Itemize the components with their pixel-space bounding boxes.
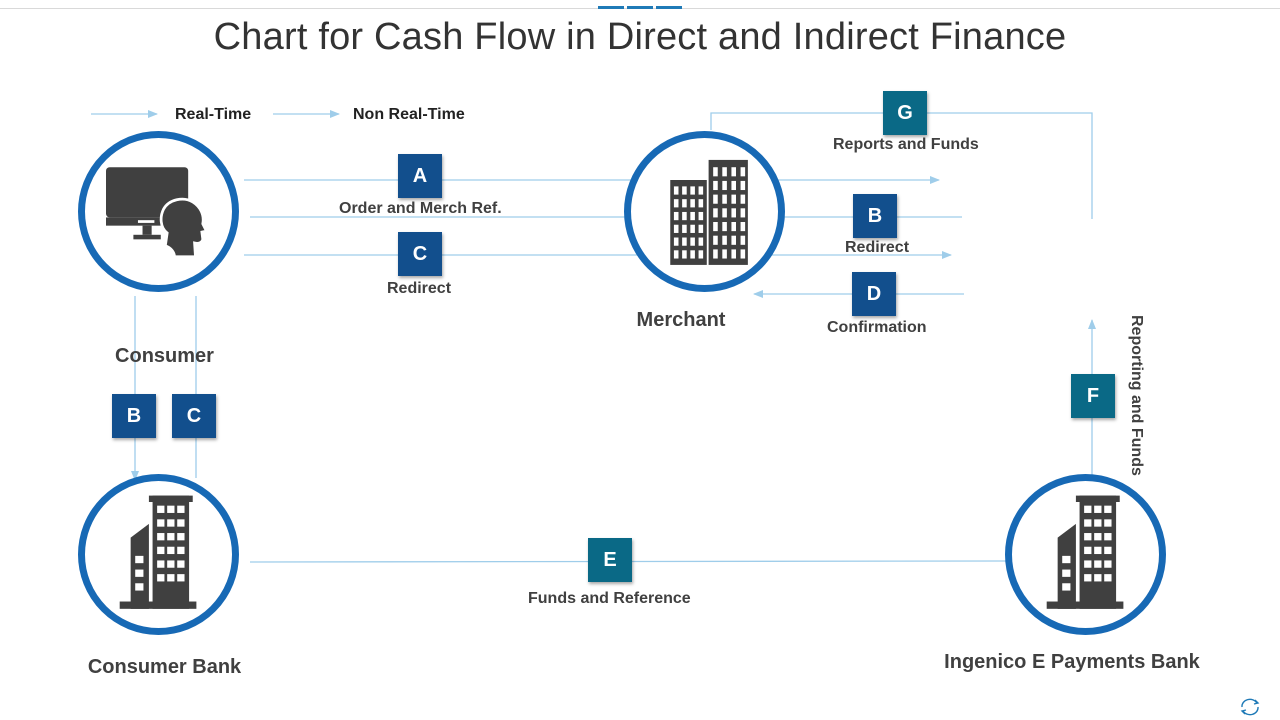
- slide-tab-indicator: [627, 6, 653, 9]
- flow-badge-c-left: C: [172, 394, 216, 438]
- flow-badge-f: F: [1071, 374, 1115, 418]
- flow-caption-c-top: Redirect: [387, 280, 452, 297]
- flow-caption-g: Reports and Funds: [833, 136, 979, 153]
- flow-badge-d: D: [852, 272, 896, 316]
- flow-badge-c-top: C: [398, 232, 442, 276]
- page-title: Chart for Cash Flow in Direct and Indire…: [213, 16, 1067, 58]
- flow-caption-f: Reporting and Funds: [1128, 315, 1145, 476]
- consumer-label: Consumer: [115, 345, 214, 367]
- merchant-node: [624, 131, 785, 292]
- payments-bank-node: [1005, 474, 1166, 635]
- bank-building-icon: [119, 495, 197, 609]
- refresh-icon[interactable]: [1238, 696, 1262, 718]
- consumer-bank-node: [78, 474, 239, 635]
- flow-caption-a: Order and Merch Ref.: [339, 200, 502, 217]
- legend-non-real-time-label: Non Real-Time: [353, 106, 465, 123]
- flow-badge-e: E: [588, 538, 632, 582]
- flow-badge-b-left: B: [112, 394, 156, 438]
- payments-bank-label: Ingenico E Payments Bank: [944, 651, 1200, 673]
- consumer-bank-label: Consumer Bank: [87, 656, 242, 678]
- merchant-label: Merchant: [636, 309, 726, 331]
- legend-real-time-label: Real-Time: [175, 106, 252, 123]
- office-buildings-icon: [670, 159, 748, 265]
- flow-badge-a: A: [398, 154, 442, 198]
- flow-caption-b-right: Redirect: [845, 239, 910, 256]
- bank-building-icon: [1046, 495, 1124, 609]
- person-head-icon: [159, 197, 209, 259]
- consumer-node: [78, 131, 239, 292]
- flow-caption-d: Confirmation: [827, 319, 927, 336]
- slide-tab-indicator: [598, 6, 624, 9]
- flow-caption-e: Funds and Reference: [528, 590, 691, 607]
- flow-badge-g: G: [883, 91, 927, 135]
- flow-badge-b-right: B: [853, 194, 897, 238]
- slide-tab-indicator: [656, 6, 682, 9]
